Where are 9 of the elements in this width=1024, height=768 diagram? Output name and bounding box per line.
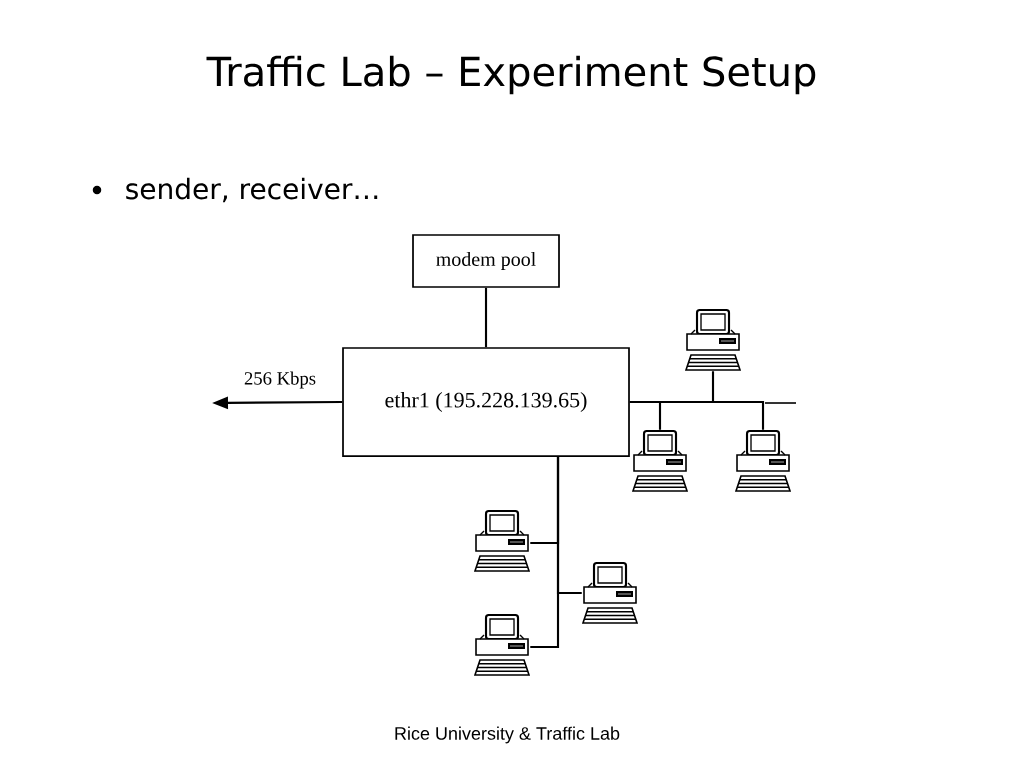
connector-line — [484, 287, 488, 348]
connector-line — [629, 400, 765, 430]
footer-text: Rice University & Traffic Lab — [395, 726, 620, 744]
labeled-box: ethr1 (195.228.139.65) — [342, 347, 630, 457]
title: Traffic Lab – Experiment Setup — [206, 55, 816, 95]
connector-line — [530, 456, 560, 649]
bullet-text: sender, receiver… — [126, 177, 378, 203]
labeled-box: modem pool — [412, 234, 560, 288]
edge-label: 256 Kbps — [242, 370, 318, 390]
